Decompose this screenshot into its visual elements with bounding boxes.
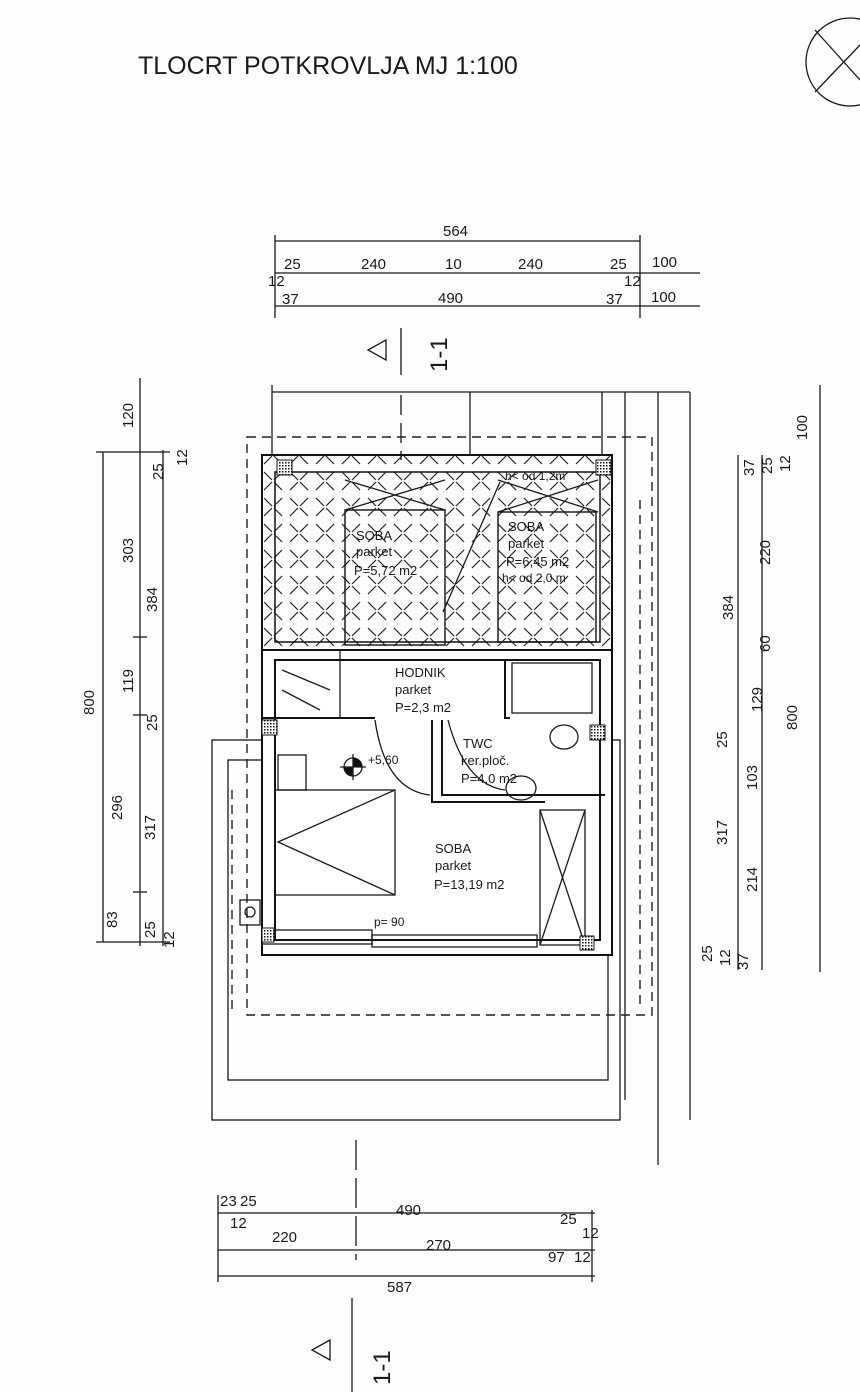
dim-text: 119 [120,669,137,693]
dim-text: 103 [744,765,761,790]
section-label: 1-1 [426,337,453,372]
svg-text:parket: parket [356,544,393,559]
room-soba-3: SOBA parket P=13,19 m2 [434,841,504,892]
dim-text: 296 [109,795,126,820]
dim-text: 25 [759,457,776,474]
dim-text: 800 [81,690,98,715]
dim-text: 317 [714,820,731,845]
north-compass-icon [805,17,860,107]
dim-text: 100 [651,289,676,306]
dim-text: 25 [284,256,301,273]
svg-text:HODNIK: HODNIK [395,665,446,680]
dim-text: 100 [652,254,677,271]
dim-text: 129 [749,687,766,712]
dim-text: 10 [445,256,462,273]
dim-text: 100 [794,415,811,440]
svg-text:SOBA: SOBA [356,528,392,543]
dim-text: 12 [174,449,191,466]
svg-text:P=13,19 m2: P=13,19 m2 [434,877,504,892]
svg-text:SOBA: SOBA [508,519,544,534]
svg-text:TWC: TWC [463,736,493,751]
svg-text:parket: parket [508,536,545,551]
dim-text: 800 [784,705,801,730]
dim-text: 25 [560,1211,577,1228]
dim-text: 37 [735,953,752,970]
dim-text: 240 [518,256,543,273]
dim-text: 490 [396,1202,421,1219]
section-marker-bottom: 1-1 [310,1140,396,1392]
svg-text:P=5,72 m2: P=5,72 m2 [354,563,417,578]
dim-text: 25 [699,945,716,962]
level-value: +5,60 [368,753,399,767]
dim-text: 37 [606,291,623,308]
dim-text: 303 [120,538,137,563]
dim-text: 83 [104,911,121,928]
dim-text: 12 [574,1249,591,1266]
dim-text: 120 [120,403,137,428]
dim-text: 214 [744,867,761,892]
top-dimensions: 564 25 240 10 240 25 100 12 12 37 490 37… [268,223,700,318]
dim-text: 97 [548,1249,565,1266]
hatched-low-ceiling-area [261,454,613,651]
walls [239,649,613,956]
svg-text:h< od 2,0 m: h< od 2,0 m [502,571,566,585]
level-marker-icon [340,754,366,780]
height-note: h< od 1,2m [505,469,565,483]
section-label: 1-1 [369,1350,396,1385]
svg-text:SOBA: SOBA [435,841,471,856]
drawing-title: TLOCRT POTKROVLJA MJ 1:100 [138,52,518,80]
dim-text: 240 [361,256,386,273]
dim-text: 270 [426,1237,451,1254]
dim-text: 317 [142,815,159,840]
dim-text: 564 [443,223,468,240]
dim-text: 12 [161,931,178,948]
room-twc: TWC ker.ploč. P=4,0 m2 [461,736,517,786]
room-soba-2: SOBA parket P=6,45 m2 h< od 2,0 m [502,519,569,585]
dim-text: 12 [268,273,285,290]
dim-text: 220 [757,540,774,565]
svg-text:parket: parket [395,682,432,697]
svg-text:ker.ploč.: ker.ploč. [461,753,509,768]
left-dimensions: 800 120 303 119 296 83 25 12 384 25 317 … [81,378,191,948]
dim-text: 25 [142,921,159,938]
dim-text: 23 [220,1193,237,1210]
dim-text: 587 [387,1279,412,1296]
bottom-dimensions: 23 25 12 490 25 12 220 270 97 12 587 [217,1193,599,1296]
dim-text: 12 [582,1225,599,1242]
room-soba-1: SOBA parket P=5,72 m2 [354,528,417,578]
dim-text: 12 [230,1215,247,1232]
dim-text: 12 [777,455,794,472]
opening-label: p= 90 [374,915,405,929]
section-marker-top: 1-1 [366,328,453,460]
dim-text: 25 [144,714,161,731]
svg-text:parket: parket [435,858,472,873]
dim-text: 220 [272,1229,297,1246]
dim-text: 25 [714,731,731,748]
dim-text: 60 [757,635,774,652]
right-dimensions: 100 800 12 25 37 220 60 129 103 214 25 1… [699,385,821,972]
dim-text: 37 [282,291,299,308]
dim-text: 25 [150,463,167,480]
svg-text:P=6,45 m2: P=6,45 m2 [506,554,569,569]
room-hodnik: HODNIK parket P=2,3 m2 [395,665,451,715]
svg-text:P=4,0 m2: P=4,0 m2 [461,771,517,786]
dim-text: 384 [720,595,737,620]
dim-text: 37 [741,459,758,476]
dim-text: 12 [624,273,641,290]
dim-text: 25 [240,1193,257,1210]
dim-text: 25 [610,256,627,273]
dim-text: 12 [717,949,734,966]
svg-text:P=2,3 m2: P=2,3 m2 [395,700,451,715]
dim-text: 490 [438,290,463,307]
dim-text: 384 [144,587,161,612]
